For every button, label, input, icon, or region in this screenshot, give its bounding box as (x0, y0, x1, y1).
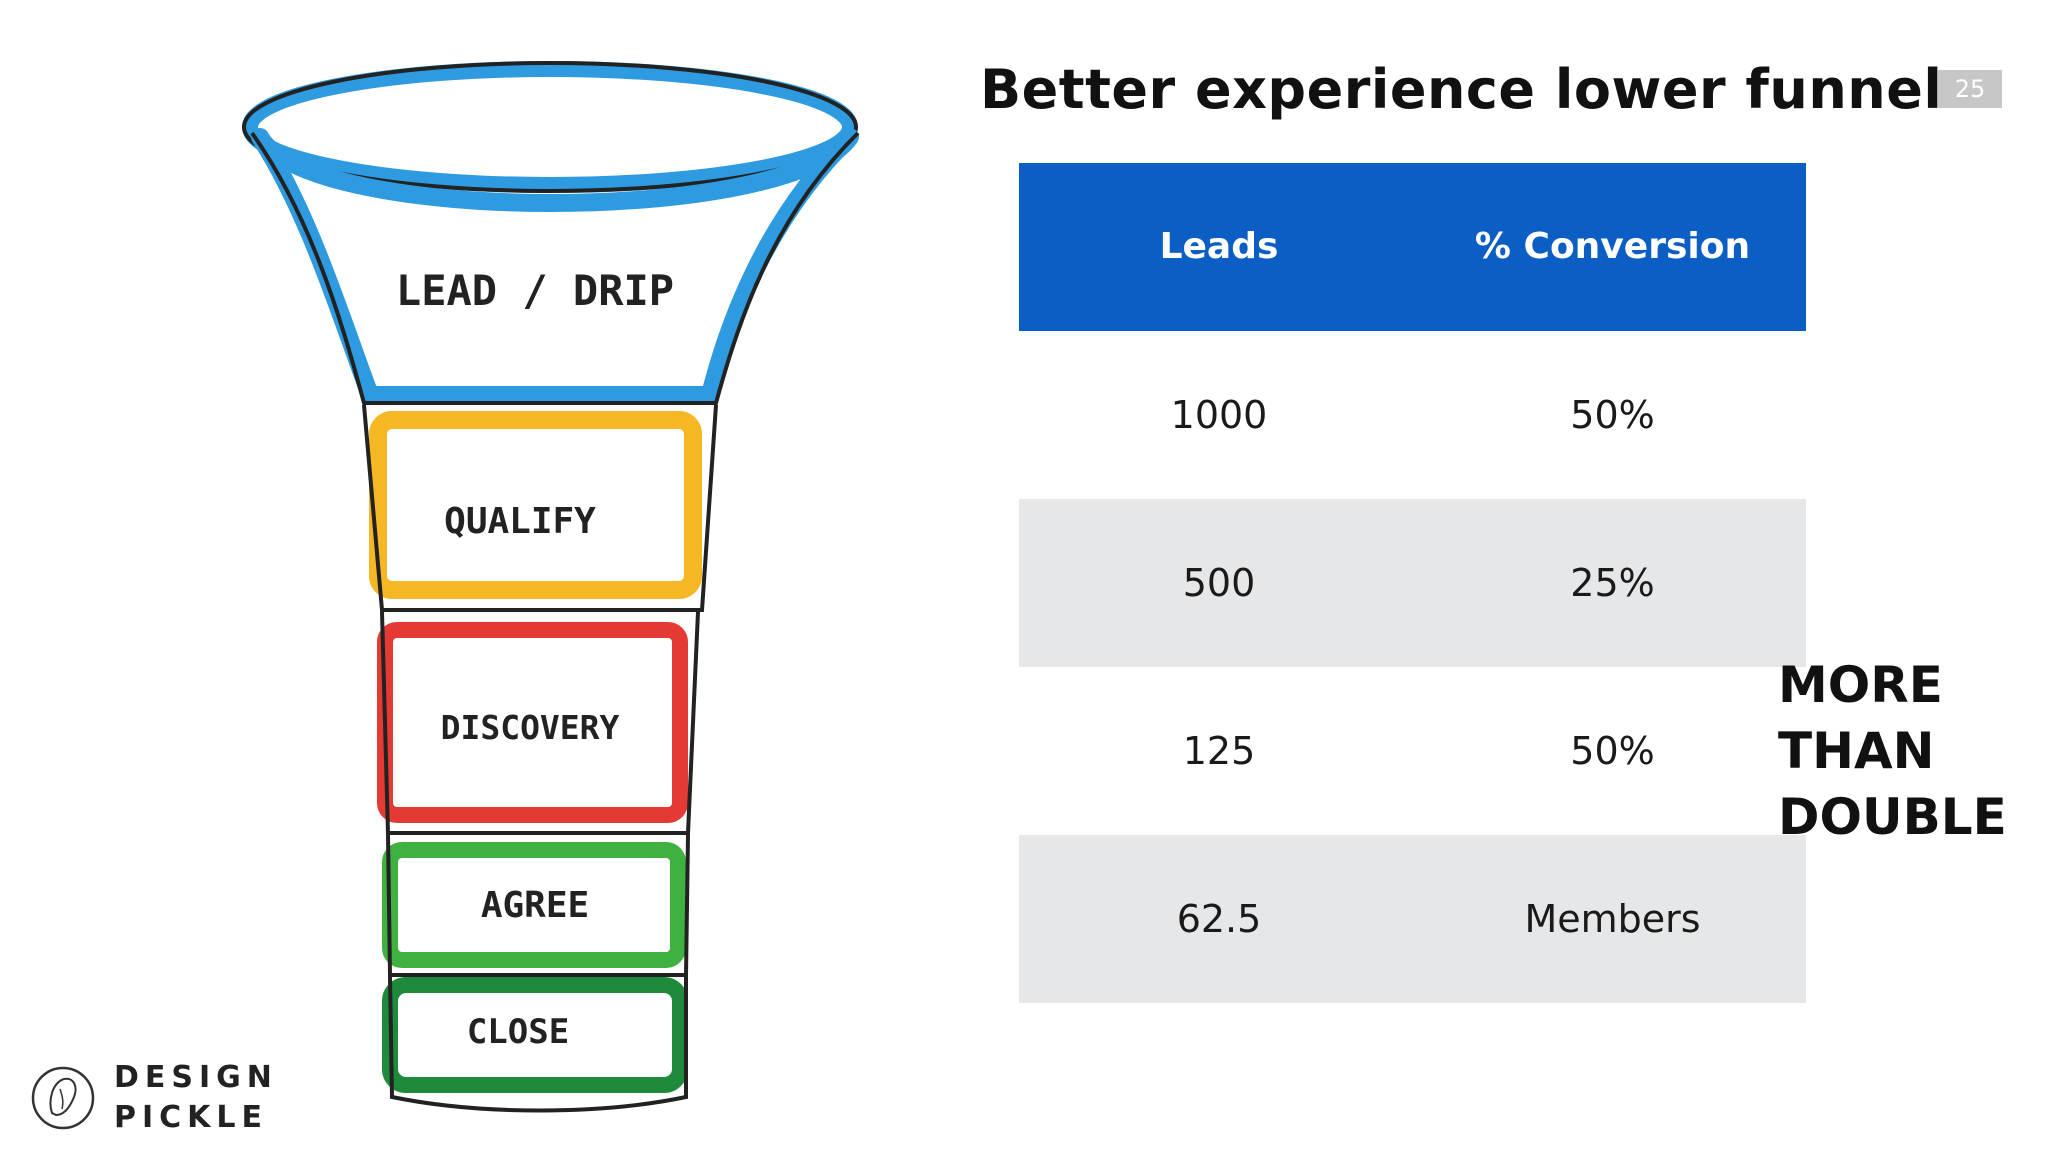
funnel-stage-lead (251, 128, 859, 404)
funnel-rim (242, 61, 858, 193)
funnel-label-discovery: DISCOVERY (441, 708, 620, 747)
funnel-label-close: CLOSE (467, 1012, 569, 1052)
page-number: 25 (1938, 70, 2002, 108)
header-leads: Leads (1159, 225, 1279, 267)
cell-conversion: 25% (1570, 561, 1655, 605)
logo-line-1: DESIGN (114, 1060, 278, 1095)
callout-line: THAN (1778, 722, 1935, 780)
design-pickle-logo: DESIGN PICKLE (30, 1058, 278, 1138)
pickle-logo-icon (31, 1066, 95, 1130)
table-row: 125 50% (1019, 667, 1806, 835)
table-row: 62.5 Members (1019, 835, 1806, 1003)
funnel-illustration: LEAD / DRIP QUALIFY DISCOVERY AGREE CLOS… (230, 55, 880, 1115)
callout-line: MORE (1778, 656, 1943, 714)
cell-conversion: 50% (1570, 393, 1655, 437)
funnel-label-lead: LEAD / DRIP (396, 266, 674, 315)
cell-leads: 1000 (1170, 393, 1268, 437)
table-row: 500 25% (1019, 499, 1806, 667)
cell-leads: 125 (1182, 729, 1256, 773)
cell-leads: 500 (1182, 561, 1256, 605)
cell-leads: 62.5 (1176, 897, 1262, 941)
callout-more-than-double: MORE THAN DOUBLE (1778, 652, 2007, 850)
table-row: 1000 50% (1019, 331, 1806, 499)
callout-line: DOUBLE (1778, 788, 2007, 846)
slide-title: Better experience lower funnel (980, 58, 1943, 121)
table-header: Leads % Conversion (1019, 163, 1806, 331)
conversion-table: Leads % Conversion 1000 50% 500 25% 125 … (1019, 163, 1806, 1003)
cell-conversion: Members (1524, 897, 1701, 941)
logo-text: DESIGN PICKLE (114, 1058, 278, 1138)
funnel-stage-qualify (369, 411, 702, 599)
logo-line-2: PICKLE (114, 1100, 269, 1135)
cell-conversion: 50% (1570, 729, 1655, 773)
header-conversion: % Conversion (1474, 225, 1751, 267)
funnel-label-qualify: QUALIFY (444, 501, 596, 542)
funnel-label-agree: AGREE (481, 885, 589, 926)
